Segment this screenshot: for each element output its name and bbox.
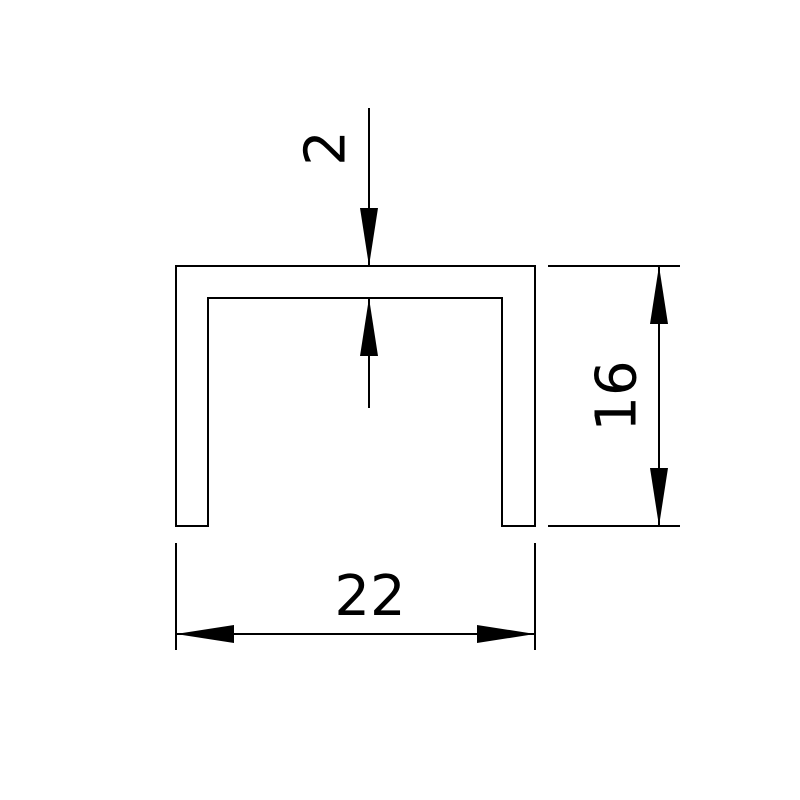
height-arrow-bottom [650,468,668,526]
width-arrow-left [176,625,234,643]
height-dimension: 16 [548,265,680,527]
u-channel-outline [175,265,536,527]
width-arrow-right [477,625,535,643]
height-label: 16 [585,360,650,431]
thickness-label: 2 [294,130,359,166]
thickness-dimension: 2 [294,108,378,408]
width-dimension: 22 [175,543,536,650]
width-label: 22 [334,564,405,629]
thickness-arrow-up [360,298,378,356]
thickness-arrow-down [360,208,378,266]
height-arrow-top [650,266,668,324]
